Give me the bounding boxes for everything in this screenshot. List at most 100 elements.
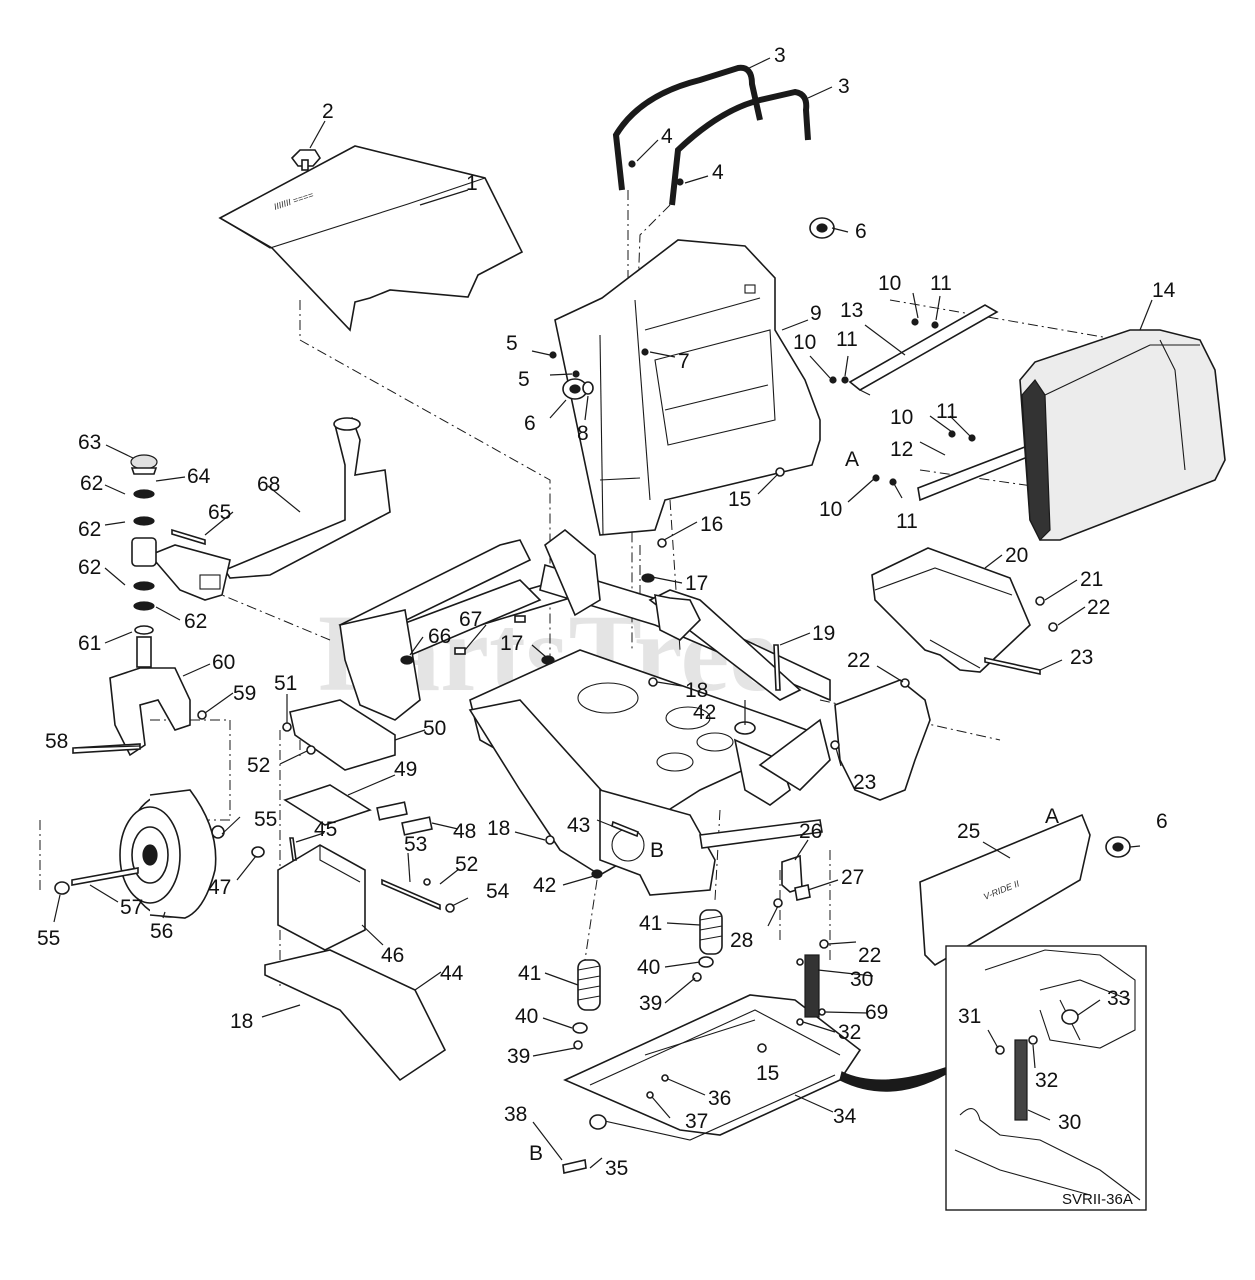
callout-32: 32 [838, 1021, 861, 1044]
callout-33: 33 [1107, 987, 1130, 1010]
battery-cover [289, 699, 396, 771]
callout-55: 55 [37, 927, 60, 950]
callout-65: 65 [208, 501, 231, 524]
callout-42: 42 [533, 874, 556, 897]
callout-A: A [1045, 805, 1059, 828]
callout-17: 17 [685, 572, 708, 595]
callout-46: 46 [381, 944, 404, 967]
callout-69: 69 [865, 1001, 888, 1024]
decal-plate: V-RIDE II [919, 813, 1091, 967]
callout-6: 6 [855, 220, 867, 243]
callout-54: 54 [486, 880, 510, 903]
callout-34: 34 [833, 1105, 857, 1128]
callout-32: 32 [1035, 1069, 1058, 1092]
callout-7: 7 [678, 350, 690, 373]
callout-10: 10 [890, 406, 913, 429]
callout-B: B [529, 1142, 543, 1165]
callout-23: 23 [1070, 646, 1093, 669]
callout-14: 14 [1152, 279, 1176, 302]
callout-11: 11 [936, 400, 958, 423]
height-adjuster [804, 954, 820, 1018]
callout-58: 58 [45, 730, 68, 753]
knob [290, 149, 321, 171]
callout-41: 41 [518, 962, 541, 985]
callout-2: 2 [322, 100, 334, 123]
callout-59: 59 [233, 682, 256, 705]
callout-57: 57 [120, 896, 143, 919]
callout-47: 47 [208, 876, 231, 899]
main-frame [338, 528, 831, 896]
callout-31: 31 [958, 1005, 981, 1028]
seat-bracket [848, 304, 999, 396]
callout-62: 62 [184, 610, 207, 633]
callout-11: 11 [896, 510, 918, 533]
callout-53: 53 [404, 833, 427, 856]
handles [612, 64, 811, 206]
pivot-pin [562, 1159, 587, 1174]
callout-17: 17 [500, 632, 523, 655]
callout-18: 18 [685, 679, 708, 702]
battery-pad [283, 784, 372, 826]
callout-41: 41 [639, 912, 662, 935]
wheel-axle [54, 825, 225, 895]
callout-10: 10 [793, 331, 816, 354]
callout-38: 38 [504, 1103, 527, 1126]
right-fender [871, 547, 1031, 673]
callout-36: 36 [708, 1087, 731, 1110]
callout-B: B [650, 839, 664, 862]
battery-box [277, 844, 366, 951]
inset-id: SVRII-36A [1062, 1191, 1133, 1208]
callout-52: 52 [247, 754, 270, 777]
callout-10: 10 [819, 498, 842, 521]
hold-down-rod [381, 878, 441, 911]
battery-tray [264, 949, 447, 1082]
callout-39: 39 [639, 992, 662, 1015]
inset-connector [839, 1067, 947, 1092]
callout-4: 4 [661, 125, 673, 148]
callout-9: 9 [810, 302, 822, 325]
callout-48: 48 [453, 820, 476, 843]
callout-21: 21 [1080, 568, 1103, 591]
callout-51: 51 [274, 672, 297, 695]
callout-6: 6 [524, 412, 536, 435]
callout-40: 40 [515, 1005, 538, 1028]
callout-12: 12 [890, 438, 913, 461]
callout-11: 11 [836, 328, 858, 351]
callout-49: 49 [394, 758, 417, 781]
callout-42: 42 [693, 701, 716, 724]
caster-arm [148, 416, 391, 601]
caster-wheel [119, 789, 217, 919]
callout-A: A [845, 448, 859, 471]
callout-39: 39 [507, 1045, 530, 1068]
callout-20: 20 [1005, 544, 1028, 567]
callout-10: 10 [878, 272, 901, 295]
callout-35: 35 [605, 1157, 628, 1180]
callout-13: 13 [840, 299, 863, 322]
callout-1: 1 [466, 172, 478, 195]
inset-detail: SVRII-36A [945, 945, 1147, 1211]
callout-28: 28 [730, 929, 753, 952]
caster-fork [109, 667, 191, 757]
callout-19: 19 [812, 622, 835, 645]
callout-26: 26 [799, 820, 822, 843]
control-console [554, 239, 821, 536]
callout-61: 61 [78, 632, 101, 655]
callout-22: 22 [847, 649, 870, 672]
callout-8: 8 [577, 422, 589, 445]
callout-62: 62 [80, 472, 103, 495]
callout-22: 22 [858, 944, 881, 967]
callout-43: 43 [567, 814, 590, 837]
callout-44: 44 [440, 962, 464, 985]
callout-56: 56 [150, 920, 173, 943]
callout-30: 30 [850, 968, 873, 991]
callout-3: 3 [838, 75, 850, 98]
callout-11: 11 [930, 272, 952, 295]
callout-labels: 1 2 3 3 4 4 5 5 6 6 6 7 8 9 10 10 10 10 … [37, 44, 1176, 1180]
battery-blocks [376, 801, 433, 836]
callout-66: 66 [428, 625, 451, 648]
seat [1019, 329, 1226, 542]
callout-64: 64 [187, 465, 211, 488]
leader-lines [53, 57, 1153, 1169]
callout-62: 62 [78, 556, 101, 579]
